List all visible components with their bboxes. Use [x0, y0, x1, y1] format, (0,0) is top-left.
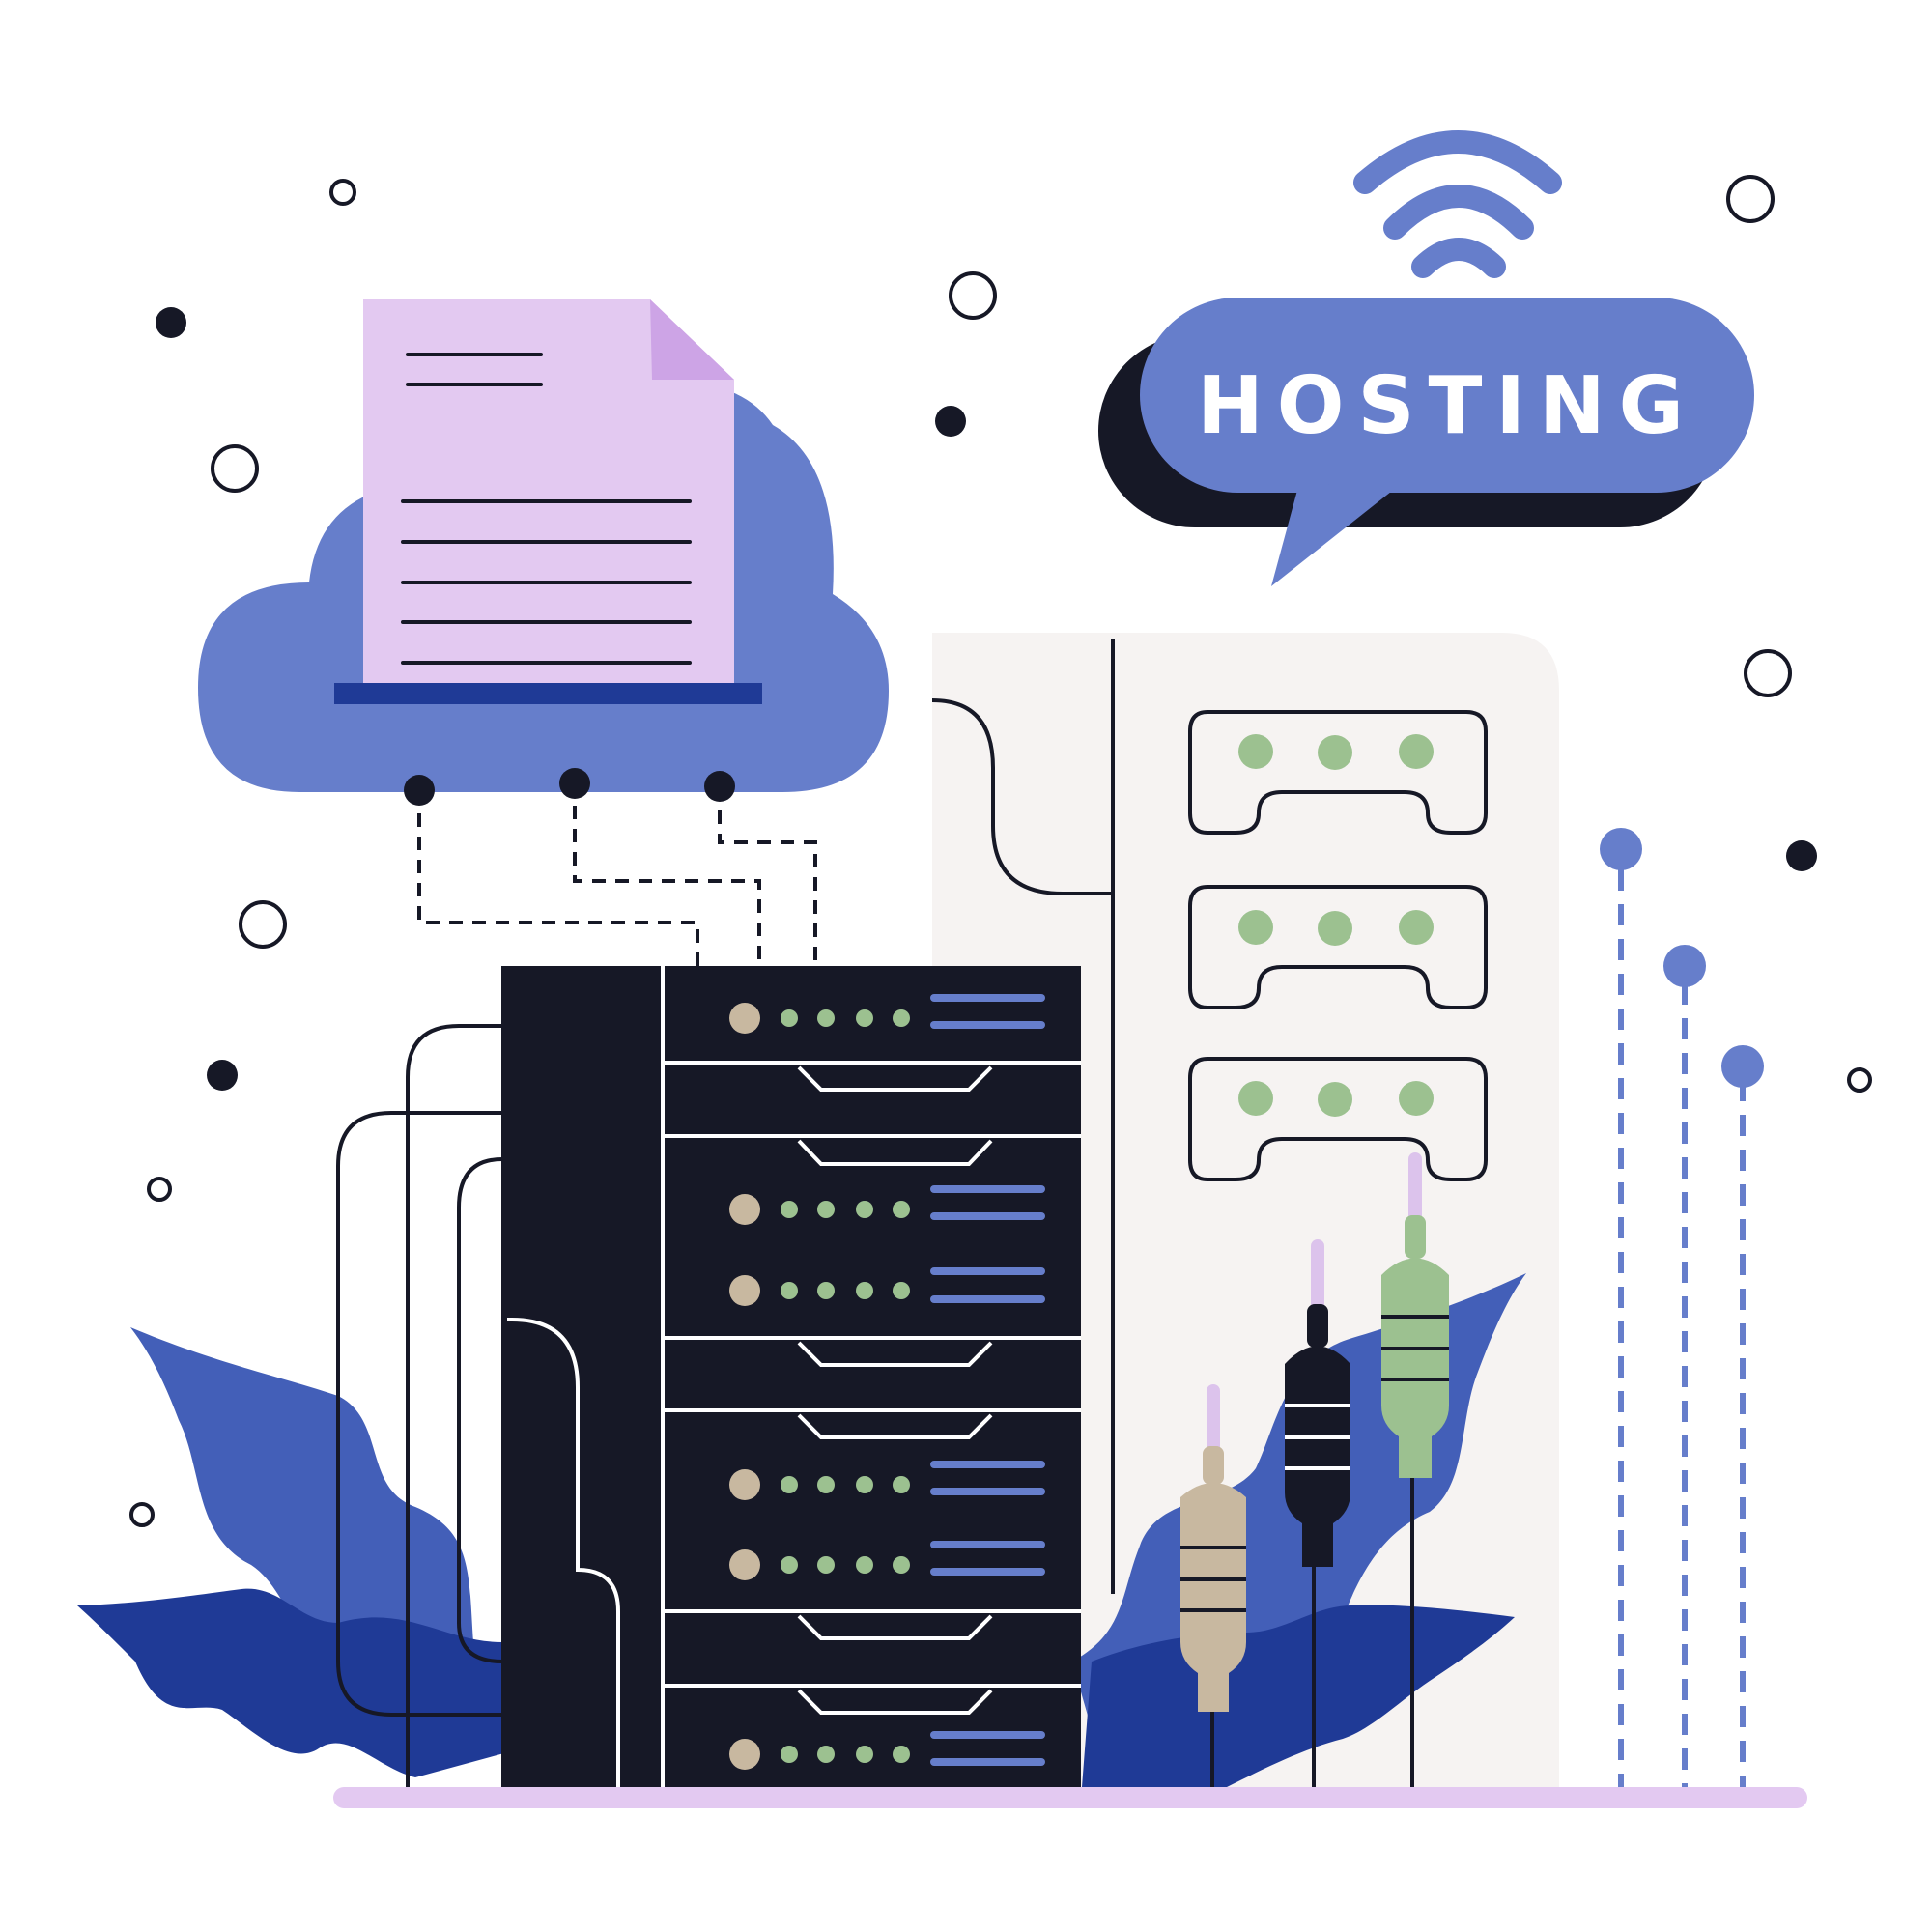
rack-inner-cable [507, 1318, 620, 1787]
status-led [856, 1009, 873, 1027]
led-green [1238, 910, 1273, 945]
dot-ring [147, 1177, 172, 1202]
status-led [781, 1556, 798, 1574]
document-tray [334, 683, 762, 704]
speech-bubble-tail [1271, 483, 1396, 586]
status-led [893, 1476, 910, 1493]
dot-ring [949, 271, 997, 320]
server-rack-icon [501, 966, 1081, 1787]
panel-curve-cable [931, 698, 1113, 895]
rack-unit-row [729, 1541, 1045, 1580]
status-led [781, 1476, 798, 1493]
status-led [856, 1476, 873, 1493]
led-green [1238, 1081, 1273, 1116]
connector-node [559, 768, 590, 799]
document-fold [650, 299, 734, 380]
status-led [893, 1201, 910, 1218]
dot-solid [935, 406, 966, 437]
decorative-solid-dots [156, 307, 1817, 1091]
status-led [781, 1201, 798, 1218]
dot-ring [1726, 175, 1775, 223]
dot-ring [1847, 1067, 1872, 1093]
rack-handle [797, 1689, 993, 1715]
dot-ring [329, 179, 356, 206]
status-led [781, 1009, 798, 1027]
led-green [1399, 734, 1434, 769]
rack-handle [797, 1065, 993, 1092]
dot-ring [211, 444, 259, 493]
power-button [729, 1739, 760, 1770]
led-green [1318, 1082, 1352, 1117]
document-page [363, 299, 734, 688]
status-led [817, 1009, 835, 1027]
rack-handle [797, 1614, 993, 1640]
status-led [817, 1282, 835, 1299]
rack-unit-row [729, 1267, 1045, 1306]
cloud-connector-nodes [404, 768, 735, 806]
led-green [1318, 735, 1352, 770]
speech-bubble-body [1140, 298, 1754, 493]
status-led [856, 1556, 873, 1574]
led-green [1399, 1081, 1434, 1116]
rack-handle [797, 1139, 993, 1166]
antenna-node [1663, 945, 1706, 987]
signal-antennas [1600, 828, 1764, 1787]
rack-cables [336, 1024, 503, 1787]
dot-ring [1744, 649, 1792, 697]
power-button [729, 1194, 760, 1225]
led-green [1399, 910, 1434, 945]
panel-slot [1188, 710, 1488, 835]
status-led [856, 1201, 873, 1218]
decorative-dots [129, 175, 1872, 1527]
dot-solid [1786, 840, 1817, 871]
status-led [893, 1556, 910, 1574]
status-led [817, 1476, 835, 1493]
power-button [729, 1469, 760, 1500]
status-led [781, 1746, 798, 1763]
status-led [817, 1746, 835, 1763]
status-led [893, 1746, 910, 1763]
dot-solid [156, 307, 186, 338]
plug-icon [1180, 1152, 1449, 1787]
status-led [817, 1556, 835, 1574]
rack-handle [797, 1341, 993, 1367]
rack-unit-row [729, 994, 1045, 1034]
antenna-node [1600, 828, 1642, 870]
dot-ring [239, 900, 287, 949]
document-icon [334, 299, 762, 704]
dot-solid [207, 1060, 238, 1091]
cloud-connectors [417, 782, 817, 966]
speech-bubble-icon: HOSTING [1098, 298, 1754, 586]
plug-black [1285, 1239, 1350, 1787]
dot-ring [129, 1502, 155, 1527]
led-green [1238, 734, 1273, 769]
plug-tan [1180, 1384, 1246, 1787]
status-led [856, 1746, 873, 1763]
rack-body [501, 966, 1081, 1787]
led-green [1318, 911, 1352, 946]
rack-unit-row [729, 1731, 1045, 1770]
status-led [781, 1282, 798, 1299]
panel-slot [1188, 885, 1488, 1009]
plug-green [1381, 1152, 1449, 1787]
power-button [729, 1003, 760, 1034]
power-button [729, 1275, 760, 1306]
rack-unit-row [729, 1461, 1045, 1500]
leaf-bottom-left [77, 1588, 522, 1777]
wifi-icon [1353, 130, 1562, 278]
status-led [817, 1201, 835, 1218]
banner-label: HOSTING [1197, 360, 1697, 452]
connector-node [704, 771, 735, 802]
cloud-icon [198, 299, 889, 792]
rack-unit-row [729, 1185, 1045, 1225]
status-led [893, 1009, 910, 1027]
rack-handle [797, 1413, 993, 1439]
panel-slot [1188, 1057, 1488, 1181]
status-led [856, 1282, 873, 1299]
status-led [893, 1282, 910, 1299]
connector-node [404, 775, 435, 806]
antenna-node [1721, 1045, 1764, 1088]
power-button [729, 1549, 760, 1580]
